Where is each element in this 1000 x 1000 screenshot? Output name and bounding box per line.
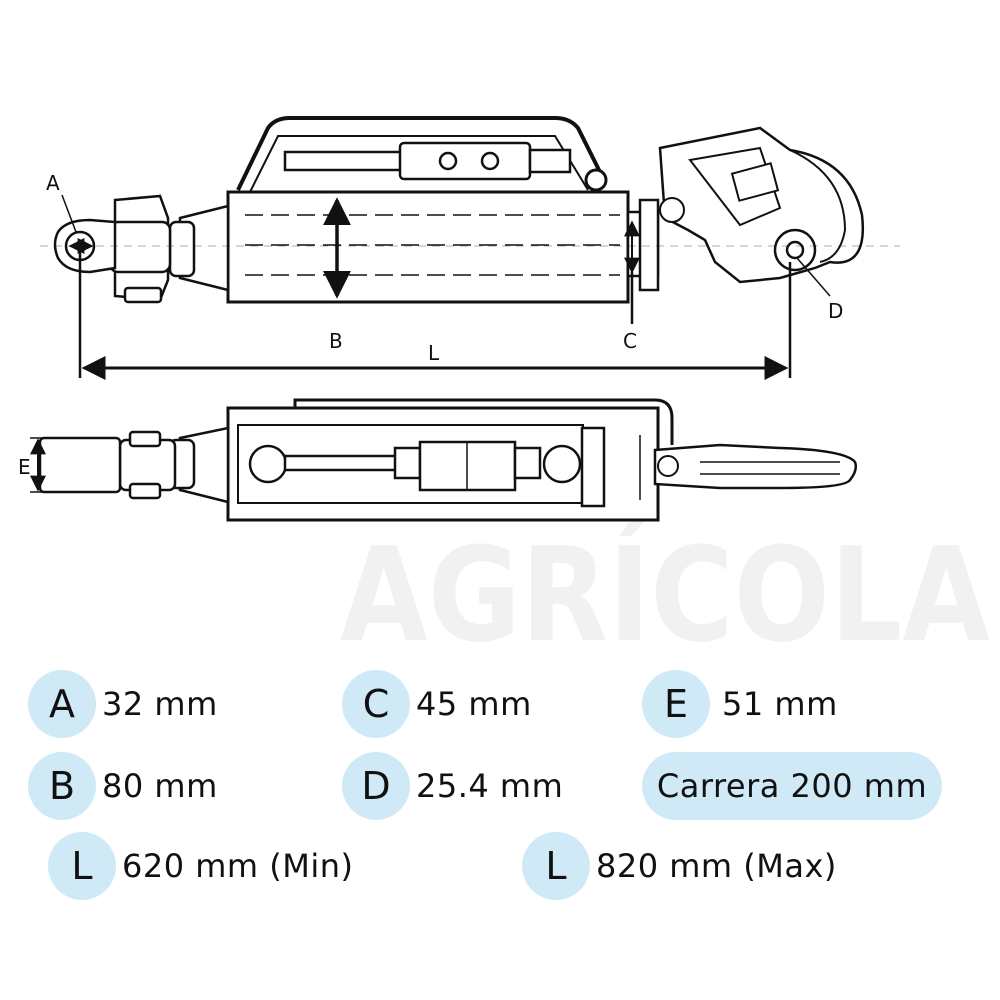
spec-D-value: 25.4 mm (416, 767, 564, 805)
spec-L-max-value: 820 mm (Max) (596, 847, 837, 885)
spec-L-min-value: 620 mm (Min) (122, 847, 354, 885)
label-L: L (428, 341, 440, 365)
dimension-lines-bottom (30, 437, 48, 493)
spec-A-badge: A (28, 670, 96, 738)
spec-L-min-badge: L (48, 832, 116, 900)
dimension-lines-top (40, 194, 900, 380)
label-B: B (329, 329, 343, 353)
spec-D: D 25.4 mm (342, 752, 563, 820)
plan-view-drawing (38, 398, 858, 522)
spec-B-value: 80 mm (102, 767, 218, 805)
label-A: A (46, 171, 60, 195)
label-D: D (828, 299, 843, 323)
spec-E: E 51 mm (642, 670, 838, 738)
top-link-diagram: AGRÍCOLA (18, 116, 990, 650)
side-view-drawing (53, 116, 865, 304)
spec-C-badge: C (342, 670, 410, 738)
spec-C: C 45 mm (342, 670, 532, 738)
spec-L-min: L 620 mm (Min) (48, 832, 354, 900)
spec-B: B 80 mm (28, 752, 218, 820)
spec-A: A 32 mm (28, 670, 218, 738)
spec-B-badge: B (28, 752, 96, 820)
spec-A-value: 32 mm (102, 685, 218, 723)
spec-E-badge: E (642, 670, 710, 738)
spec-stroke-pill: Carrera 200 mm (642, 752, 942, 820)
spec-L-max-badge: L (522, 832, 590, 900)
spec-E-value: 51 mm (722, 685, 838, 723)
spec-C-value: 45 mm (416, 685, 532, 723)
label-E: E (18, 455, 31, 479)
label-C: C (623, 329, 637, 353)
watermark-text: AGRÍCOLA (340, 519, 990, 650)
spec-L-max: L 820 mm (Max) (522, 832, 837, 900)
spec-D-badge: D (342, 752, 410, 820)
